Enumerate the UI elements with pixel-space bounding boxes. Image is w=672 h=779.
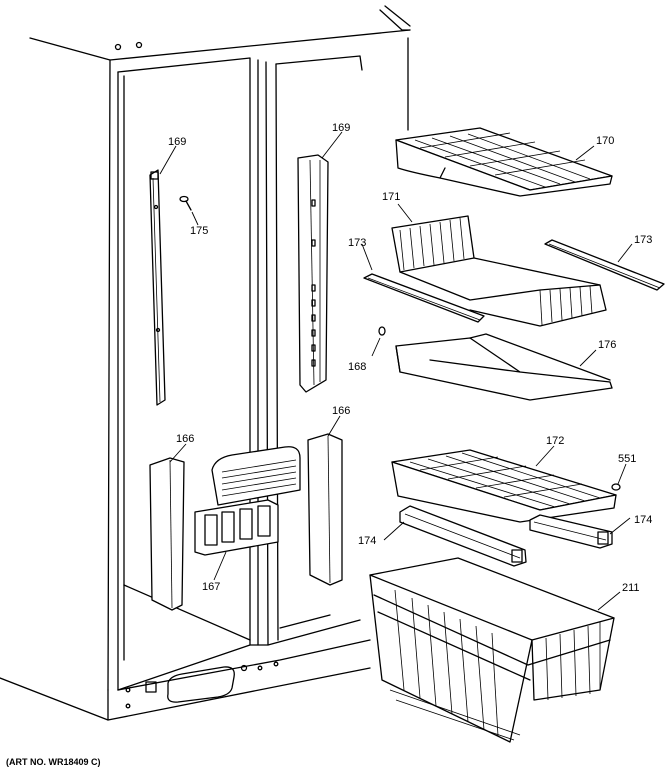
callout-169-right: 169	[332, 122, 350, 134]
callout-168: 168	[348, 361, 366, 373]
art-number: (ART NO. WR18409 C)	[6, 757, 101, 767]
callout-167: 167	[202, 581, 220, 593]
part-173-left-slide	[363, 273, 485, 323]
part-172-wire-shelf	[391, 449, 617, 523]
cabinet-liner	[0, 5, 411, 721]
callout-169-left: 169	[168, 136, 186, 148]
part-176-shelf-frame	[395, 333, 613, 401]
callout-175: 175	[190, 225, 208, 237]
part-166-right-trim	[307, 433, 343, 586]
part-174-right-slide	[529, 514, 613, 549]
callout-211: 211	[622, 582, 640, 594]
leader-167	[213, 551, 227, 581]
callout-166-left: 166	[176, 433, 194, 445]
callout-551: 551	[618, 453, 636, 465]
callout-173-right: 173	[634, 234, 652, 246]
part-173-right-slide	[544, 239, 665, 291]
leader-166-left	[169, 443, 187, 463]
leader-174-left	[383, 521, 405, 541]
part-175-screw	[179, 195, 192, 211]
callout-176: 176	[598, 339, 616, 351]
leader-173-left	[361, 243, 373, 271]
callout-172: 172	[546, 435, 564, 447]
part-174-left-slide	[399, 505, 527, 567]
part-171-wire-basket	[391, 215, 607, 327]
callout-173-left: 173	[348, 237, 366, 249]
part-170-wire-shelf	[395, 127, 613, 197]
leader-171	[397, 203, 413, 223]
leader-170	[575, 145, 595, 161]
leader-174-right	[609, 517, 631, 535]
callout-171: 171	[382, 191, 400, 203]
part-167-control-housing	[194, 446, 301, 556]
part-169-left-shelf-rail	[149, 169, 166, 406]
leader-211	[597, 591, 621, 611]
leader-551	[617, 463, 627, 485]
leader-166-right	[327, 415, 341, 437]
part-211-freezer-basket	[369, 557, 615, 743]
leader-173-right	[617, 243, 633, 263]
callout-170: 170	[596, 135, 614, 147]
callout-166-right: 166	[332, 405, 350, 417]
callout-174-right: 174	[634, 514, 652, 526]
leader-175	[191, 211, 199, 226]
leader-176	[579, 349, 597, 367]
leader-169-right	[321, 131, 343, 159]
part-169-right-shelf-rail	[297, 154, 329, 393]
leader-169-left	[159, 145, 177, 175]
part-168-clip	[378, 326, 386, 336]
part-166-left-trim	[149, 457, 185, 611]
part-551-screw	[611, 483, 621, 491]
callout-174-left: 174	[358, 535, 376, 547]
leader-172	[535, 445, 555, 467]
leader-168	[371, 337, 381, 357]
